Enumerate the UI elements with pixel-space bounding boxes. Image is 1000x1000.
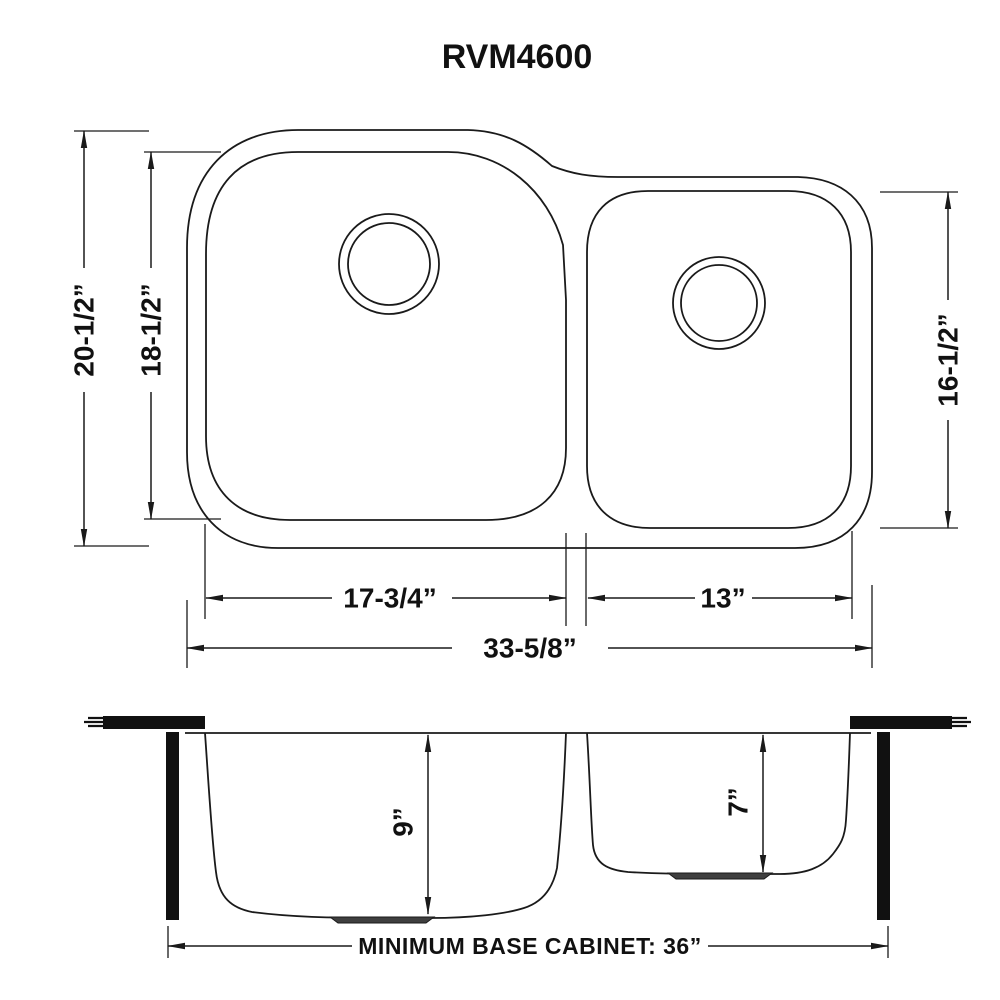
base-cabinet-note: MINIMUM BASE CABINET: 36” — [358, 933, 701, 959]
dim-label-small-bowl-width: 13” — [700, 583, 745, 614]
cabinet-side-left — [166, 732, 179, 920]
dim-label-overall-width: 33-5/8” — [483, 633, 576, 664]
dim-large-bowl-width: 17-3/4” — [205, 583, 567, 614]
dim-large-bowl-height: 18-1/2” — [136, 151, 221, 520]
dim-small-bowl-width: 13” — [587, 583, 853, 614]
large-bowl-outline — [205, 151, 567, 521]
break-marks-left — [84, 716, 106, 728]
drain-inner-ring — [680, 264, 758, 342]
dim-label-small-bowl-height: 16-1/2” — [933, 313, 964, 406]
small-bowl-drain — [672, 256, 766, 350]
section-view: 9” 7” MINIMUM BASE CABINET: 36” — [84, 716, 971, 959]
dim-small-bowl-depth: 7” — [723, 734, 767, 873]
dim-overall-height: 20-1/2” — [69, 130, 149, 547]
dim-label-large-bowl-depth: 9” — [388, 807, 419, 837]
countertop-right — [850, 716, 952, 729]
countertop-left — [103, 716, 205, 729]
cabinet-side-right — [877, 732, 890, 920]
small-bowl-drain-fitting — [666, 872, 774, 880]
large-bowl-drain-fitting — [328, 916, 436, 924]
large-bowl-profile — [204, 732, 567, 919]
drain-outer-ring — [672, 256, 766, 350]
dim-label-small-bowl-depth: 7” — [723, 787, 754, 817]
dim-overall-width: 33-5/8” — [186, 633, 873, 664]
break-marks-right — [949, 716, 971, 728]
dim-small-bowl-height: 16-1/2” — [880, 191, 964, 529]
sink-outer-outline — [186, 129, 873, 549]
large-bowl-drain — [338, 213, 440, 315]
drain-inner-ring — [347, 222, 431, 306]
page-title: RVM4600 — [442, 38, 593, 76]
dim-label-overall-height: 20-1/2” — [69, 283, 100, 376]
small-bowl-profile — [586, 732, 851, 875]
top-view: 20-1/2” 18-1/2” 16-1/2” 17-3 — [69, 129, 964, 668]
dim-large-bowl-depth: 9” — [388, 734, 432, 915]
dim-label-large-bowl-height: 18-1/2” — [136, 283, 167, 376]
drain-outer-ring — [338, 213, 440, 315]
dim-base-cabinet: MINIMUM BASE CABINET: 36” — [167, 926, 889, 959]
dim-label-large-bowl-width: 17-3/4” — [343, 583, 436, 614]
small-bowl-outline — [586, 190, 852, 529]
